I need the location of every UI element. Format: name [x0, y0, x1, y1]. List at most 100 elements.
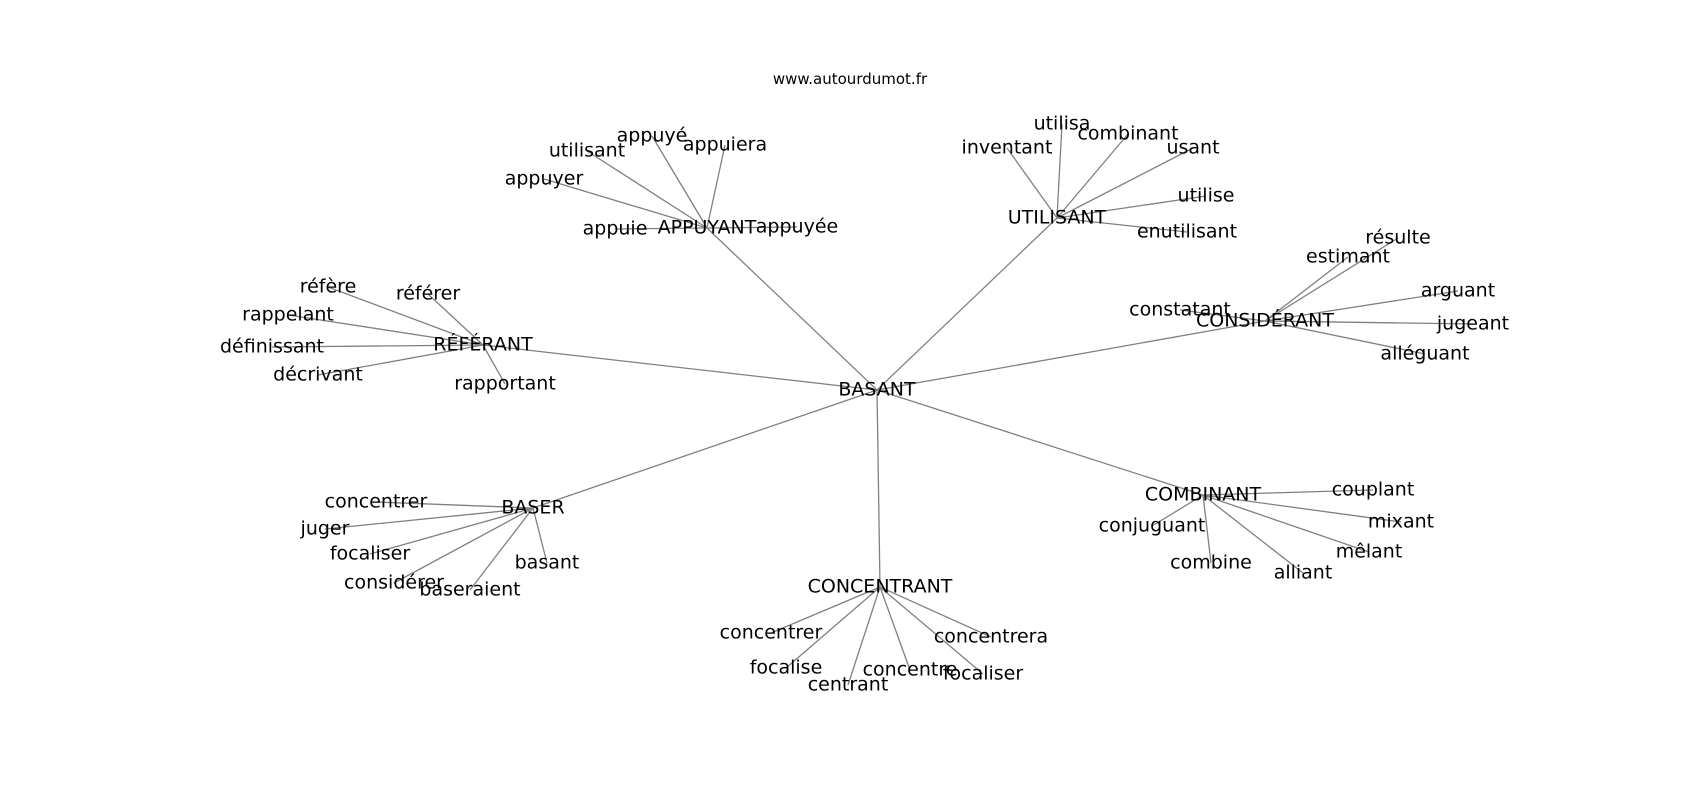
node-inventant[interactable]: inventant	[962, 137, 1053, 159]
edge-concentrant-concentrer-2	[770, 586, 881, 634]
node-combinant-1[interactable]: combinant	[1077, 123, 1178, 145]
edge-combinant-mixant	[1202, 494, 1402, 523]
edge-referant-referer	[427, 293, 484, 346]
node-arguant[interactable]: arguant	[1421, 280, 1495, 302]
node-decrivant[interactable]: décrivant	[273, 364, 363, 386]
node-focalise[interactable]: focalise	[750, 657, 823, 679]
node-melant[interactable]: mêlant	[1336, 541, 1403, 563]
node-concentrant[interactable]: CONCENTRANT	[808, 576, 953, 598]
edge-concentrant-concentrera	[879, 586, 992, 638]
node-appuie[interactable]: appuie	[583, 218, 648, 240]
edge-referant-rapportant	[482, 344, 506, 385]
edge-considerant-arguant	[1264, 290, 1459, 322]
node-utilisant[interactable]: UTILISANT	[1008, 207, 1107, 229]
node-considerant[interactable]: CONSIDÉRANT	[1196, 309, 1334, 332]
edge-basant-utilisant	[876, 217, 1058, 391]
node-centrant[interactable]: centrant	[808, 674, 889, 696]
node-basant[interactable]: BASANT	[838, 379, 916, 401]
node-concentrera[interactable]: concentrera	[934, 626, 1048, 648]
node-combinant[interactable]: COMBINANT	[1145, 484, 1262, 506]
node-utilise[interactable]: utilise	[1178, 185, 1235, 207]
node-definissant[interactable]: définissant	[220, 336, 324, 358]
node-appuiera[interactable]: appuiera	[683, 134, 767, 156]
node-basant-leaf[interactable]: basant	[515, 552, 580, 574]
node-constatant[interactable]: constatant	[1129, 299, 1231, 321]
node-referer[interactable]: référer	[396, 283, 461, 305]
node-alliant[interactable]: alliant	[1274, 562, 1333, 584]
edge-considerant-resulte	[1264, 237, 1399, 322]
node-concentre[interactable]: concentre	[863, 659, 958, 681]
node-appuye[interactable]: appuyé	[617, 125, 688, 147]
node-baseraient[interactable]: baseraient	[419, 579, 520, 601]
edge-referant-definissant	[271, 344, 484, 348]
edge-combinant-alliant	[1202, 494, 1304, 574]
node-considerer[interactable]: considérer	[344, 572, 444, 594]
node-couplant[interactable]: couplant	[1332, 479, 1415, 501]
edge-utilisant-usant	[1056, 147, 1194, 219]
node-utilisant-1[interactable]: utilisant	[549, 140, 625, 162]
edge-appuyant-appuiera	[706, 144, 726, 229]
edge-considerant-jugeant	[1264, 320, 1474, 325]
node-resulte[interactable]: résulte	[1365, 227, 1430, 249]
node-focaliser-2[interactable]: focaliser	[943, 663, 1024, 685]
edge-appuyant-appuyer	[543, 178, 708, 229]
edge-basant-baser	[532, 389, 878, 509]
edge-utilisant-inventant	[1006, 147, 1058, 219]
edge-basant-referant	[482, 344, 878, 391]
edge-basant-concentrant	[876, 389, 881, 588]
node-mixant[interactable]: mixant	[1368, 511, 1434, 533]
node-concentrer-2[interactable]: concentrer	[720, 622, 823, 644]
edge-appuyant-utilisant-1	[586, 150, 708, 229]
node-jugeant[interactable]: jugeant	[1436, 313, 1509, 335]
node-appuyant[interactable]: APPUYANT	[658, 217, 757, 239]
edge-baser-considerer	[393, 507, 534, 584]
edge-basant-appuyant	[706, 227, 878, 391]
site-title: www.autourdumot.fr	[772, 70, 928, 88]
edge-basant-combinant	[876, 389, 1204, 496]
node-utilisa[interactable]: utilisa	[1034, 113, 1091, 135]
edge-concentrant-focalise	[785, 586, 881, 669]
edge-combinant-conjuguant	[1151, 494, 1204, 527]
edge-utilisant-combinant-1	[1056, 133, 1129, 219]
edge-appuyant-appuye	[651, 135, 708, 229]
node-concentrer-1[interactable]: concentrer	[325, 491, 428, 513]
edge-utilisant-utilise	[1056, 195, 1207, 219]
edge-considerant-alleguant	[1264, 320, 1426, 355]
node-combine[interactable]: combine	[1170, 552, 1252, 574]
node-rapportant[interactable]: rapportant	[454, 373, 556, 395]
node-appuyee[interactable]: appuyée	[756, 216, 838, 238]
edge-basant-considerant	[876, 320, 1266, 391]
edge-considerant-estimant	[1264, 256, 1349, 322]
edge-baser-focaliser-1	[369, 507, 534, 555]
node-conjuguant[interactable]: conjuguant	[1099, 515, 1206, 537]
edge-baser-baseraient	[469, 507, 534, 591]
edge-appuyant-appuyee	[706, 226, 798, 229]
edge-concentrant-focaliser-2	[879, 586, 984, 675]
node-rappelant[interactable]: rappelant	[242, 304, 334, 326]
node-baser[interactable]: BASER	[501, 497, 564, 519]
edge-referant-refere	[327, 286, 484, 346]
edge-baser-basant-leaf	[532, 507, 548, 564]
node-enutilisant[interactable]: enutilisant	[1137, 221, 1237, 243]
node-alleguant[interactable]: alléguant	[1380, 343, 1469, 365]
node-juger[interactable]: juger	[300, 518, 350, 540]
edge-concentrant-centrant	[847, 586, 881, 686]
edge-concentrant-concentre	[879, 586, 911, 671]
edge-baser-concentrer-1	[375, 501, 534, 509]
node-referant[interactable]: RÉFÉRANT	[433, 333, 533, 356]
node-appuyer[interactable]: appuyer	[505, 168, 584, 190]
edge-combinant-couplant	[1202, 489, 1374, 496]
node-focaliser-1[interactable]: focaliser	[330, 543, 411, 565]
edge-utilisant-utilisa	[1056, 123, 1063, 219]
node-usant[interactable]: usant	[1166, 137, 1219, 159]
edge-appuyant-appuie	[614, 227, 708, 230]
edge-utilisant-enutilisant	[1056, 217, 1188, 233]
edge-combinant-combine	[1202, 494, 1212, 564]
node-refere[interactable]: réfère	[300, 276, 357, 298]
edge-baser-juger	[324, 507, 534, 530]
edge-considerant-constatant	[1179, 309, 1266, 322]
node-estimant[interactable]: estimant	[1306, 246, 1390, 268]
edge-referant-decrivant	[317, 344, 484, 376]
edge-referant-rappelant	[287, 314, 484, 346]
